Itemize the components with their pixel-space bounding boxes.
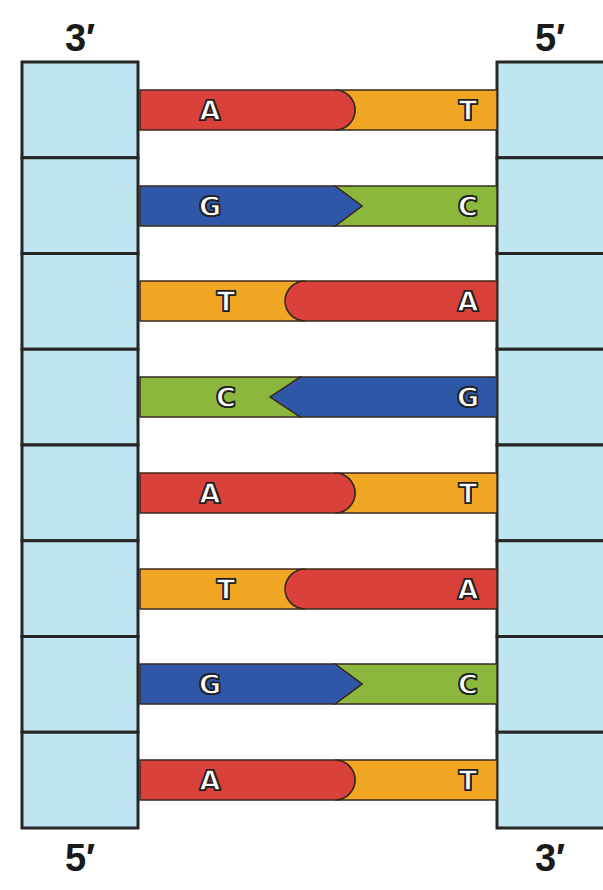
base-letter: A bbox=[200, 96, 221, 123]
base-letter: C bbox=[458, 192, 478, 219]
base-letter: G bbox=[199, 671, 221, 698]
nucleotide-base: G bbox=[140, 186, 362, 226]
base-letter: G bbox=[199, 192, 221, 219]
nucleotide-base: T bbox=[335, 90, 497, 130]
base-letter: T bbox=[459, 767, 477, 794]
strand-end-label: 3′ bbox=[535, 839, 565, 877]
base-letter: A bbox=[200, 479, 221, 506]
nucleotide-base: T bbox=[140, 281, 305, 321]
base-shape bbox=[140, 664, 362, 704]
nucleotide-base: A bbox=[140, 90, 355, 130]
nucleotide-base: A bbox=[140, 473, 355, 513]
base-letter: T bbox=[459, 479, 477, 506]
base-letter: A bbox=[458, 575, 479, 602]
strand-end-label: 5′ bbox=[65, 839, 95, 877]
nucleotide-base: A bbox=[285, 281, 497, 321]
base-letter: T bbox=[217, 288, 235, 315]
base-shape bbox=[140, 90, 355, 130]
nucleotide-base: T bbox=[335, 760, 497, 800]
base-shape bbox=[140, 760, 355, 800]
base-letter: T bbox=[459, 96, 477, 123]
strand-end-label: 5′ bbox=[535, 19, 565, 57]
nucleotide-base: A bbox=[285, 569, 497, 609]
base-letter: C bbox=[216, 384, 236, 411]
nucleotide-base: T bbox=[140, 569, 305, 609]
nucleotide-base: G bbox=[140, 664, 362, 704]
base-letter: G bbox=[457, 384, 479, 411]
base-letter: A bbox=[458, 288, 479, 315]
base-letter: C bbox=[458, 671, 478, 698]
base-shape bbox=[140, 473, 355, 513]
base-shape bbox=[140, 186, 362, 226]
strand-end-label: 3′ bbox=[65, 19, 95, 57]
base-letter: A bbox=[200, 767, 221, 794]
base-letter: T bbox=[217, 575, 235, 602]
nucleotide-base: T bbox=[335, 473, 497, 513]
nucleotide-base: G bbox=[270, 377, 497, 417]
nucleotide-base: C bbox=[140, 377, 300, 417]
nucleotide-base: A bbox=[140, 760, 355, 800]
